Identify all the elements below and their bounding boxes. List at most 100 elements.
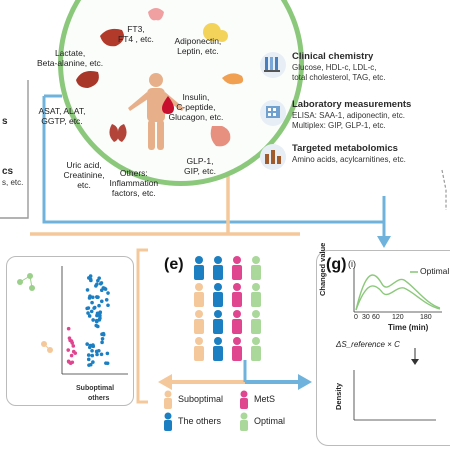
person-icon [232,337,242,361]
human-body-icon [128,73,184,150]
scatter-point-others [91,318,95,322]
person-icon [232,283,242,307]
measurement-sub-1: ELISA: SAA-1, adiponectin, etc.Multiplex… [292,111,405,130]
measurement-sub-0: Glucose, HDL-c, LDL-c,total cholesterol,… [292,63,386,82]
organ-label-gut: GLP-1,GIP, etc. [184,156,216,176]
scatter-point-others [100,340,104,345]
scatter-point-others [98,281,103,286]
panel-g-frame [316,250,450,446]
scatter-point-others [94,318,99,323]
scatter-point-others [99,352,104,357]
scatter-point-mets [69,353,74,358]
person-icon [251,283,261,307]
lab-measurement-icon [260,100,286,126]
scatter-point-mets [70,341,75,345]
measurement-title-2: Targeted metabolomics [292,143,398,154]
measurement-sub-text-0: Glucose, HDL-c, LDL-c,total cholesterol,… [292,63,386,82]
person-icon [213,310,223,334]
scatter-point-others [90,353,95,358]
scatter-point-others [94,284,98,288]
scatter-point-mets [67,336,72,340]
legend-optimal: Optimal [254,416,286,426]
scatter-point-others [89,309,94,314]
legend-icon-others [164,412,172,431]
panel-g-label: (g) [326,256,347,273]
organ-label-liver: Lactate,Beta-alanine, etc. [37,48,104,68]
x-tick-0: 0 [354,314,358,321]
down-arrow-icon [411,348,419,365]
scatter-point-others [101,331,106,336]
organ-text-liver-left: ASAT, ALAT,GGTP, etc. [39,106,86,126]
measurement-sub-text-1: ELISA: SAA-1, adiponectin, etc.Multiplex… [292,111,405,130]
scatter-plot [17,266,128,375]
scatter-point-others [86,306,91,310]
scatter-point-mets [67,360,71,364]
kidney-icon [109,124,119,142]
organ-text-gut: GLP-1,GIP, etc. [184,156,216,176]
response-curve-chart [353,268,442,313]
left-panel-frame [0,80,29,219]
blue-arrowhead [377,236,391,248]
scatter-point-others [100,336,105,341]
scatter-point-others [105,351,110,356]
person-icon [213,337,223,361]
person-icon [251,337,261,361]
person-icon [194,337,204,361]
person-icon [232,310,242,334]
organ-text-kidney: Uric acid,Creatinine,etc. [64,160,105,190]
organ-text-liver: Lactate,Beta-alanine, etc. [37,48,103,68]
mini-network-icon [17,273,35,291]
scatter-point-others [99,299,104,304]
blue-connector [42,96,386,236]
scatter-point-others [106,291,110,295]
person-icon [251,310,261,334]
scatter-point-others [86,311,90,315]
curve-legend-optimal: Optimal [420,266,450,276]
blood-drop-icon [162,96,174,114]
scatter-point-others [98,313,102,318]
scatter-point-others [95,295,100,300]
scatter-point-others [86,357,91,362]
scatter-point-others [95,311,100,316]
person-icon [194,256,204,280]
person-icon [194,283,204,307]
metabolomics-icon [260,144,286,170]
legend-icon-suboptimal [164,390,172,409]
organ-text-adipose: Adiponectin,Leptin, etc. [175,36,222,56]
organ-label-thyroid: FT3,FT4 , etc. [118,24,154,44]
scatter-point-others [102,286,107,291]
x-tick-30: 30 [362,314,370,321]
scatter-point-others [104,298,109,302]
measurement-sub-2: Amino acids, acylcarnitines, etc. [292,155,406,165]
scatter-point-mets [71,344,76,348]
organ-graphics [76,8,244,150]
scatter-point-others [97,303,101,308]
formula-text: ΔS_reference × C [336,340,400,349]
liver-icon [100,28,124,47]
legend-icon-mets [240,390,248,409]
scatter-point-mets [66,348,71,352]
panel-e-label: (e) [164,256,184,273]
liver-left-icon [76,71,99,88]
person-icon [251,256,261,280]
scatter-point-others [87,314,92,318]
measurement-sub-text-2: Amino acids, acylcarnitines, etc. [292,155,406,164]
scatter-point-others [85,342,89,346]
legend-suboptimal: Suboptimal [178,394,224,404]
legend-others: The others [178,416,222,426]
scatter-point-others [92,306,96,310]
person-icon [194,310,204,334]
organ-label-pancreas: Insulin,C-peptide,Glucagon, etc. [168,92,224,122]
scatter-point-mets [66,326,71,331]
x-tick-120: 120 [392,314,404,321]
scatter-point-mets [73,351,78,355]
density-axes [353,370,436,421]
scatter-point-others [96,278,100,283]
orange-arrowhead-left [158,374,172,390]
scatter-point-others [90,348,94,353]
organ-text-pancreas: Insulin,C-peptide,Glucagon, etc. [169,92,224,122]
left-fragment-1: s [2,116,8,127]
